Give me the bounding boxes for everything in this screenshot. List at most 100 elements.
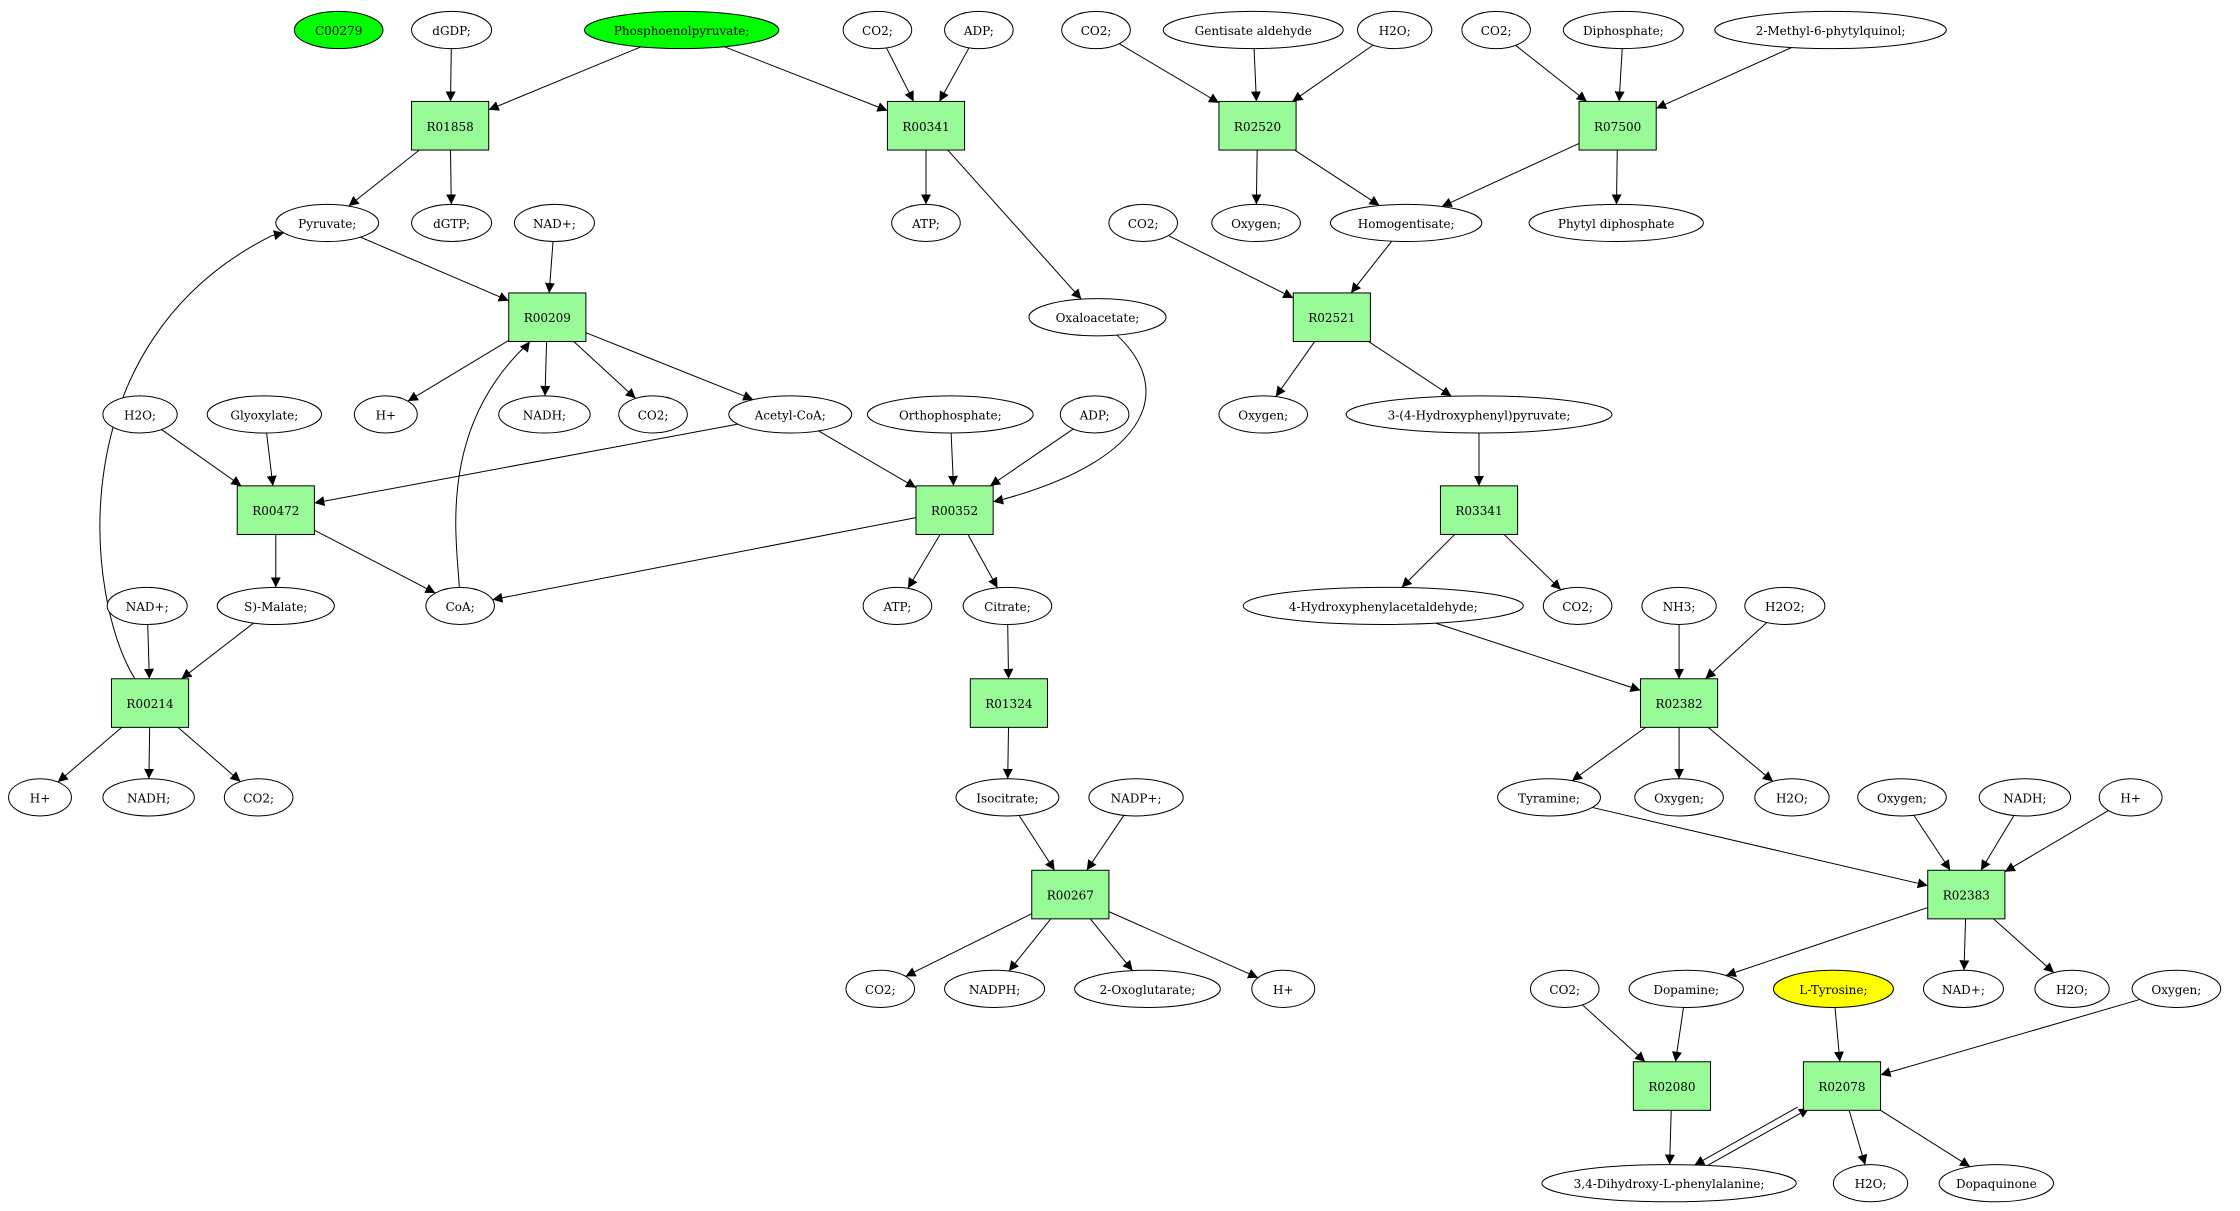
compound-node-nadph[interactable]: NADPH; (944, 969, 1046, 1008)
compound-node-ltyrosine[interactable]: L-Tyrosine; (1772, 969, 1894, 1008)
compound-node-oxygen_b[interactable]: Oxygen; (1218, 395, 1309, 434)
compound-node-co2_f[interactable]: CO2; (1542, 586, 1613, 625)
compound-node-adp_b[interactable]: ADP; (1059, 395, 1130, 434)
compound-node-hplus_c[interactable]: H+ (2098, 778, 2163, 817)
compound-node-h2o_e[interactable]: H2O; (1832, 1164, 1909, 1203)
compound-node-diphosphate[interactable]: Diphosphate; (1562, 10, 1684, 50)
reaction-node-r07500[interactable]: R07500 (1578, 100, 1657, 151)
compound-node-adp_a[interactable]: ADP; (944, 10, 1014, 50)
compound-node-co2_a[interactable]: CO2; (842, 10, 913, 50)
compound-node-hpacetald[interactable]: 4-Hydroxyphenylacetaldehyde; (1242, 586, 1524, 625)
edge-r02382-to-h2o_c (1707, 726, 1774, 782)
reaction-node-r03341[interactable]: R03341 (1439, 485, 1519, 535)
compound-node-hplus_d[interactable]: H+ (1251, 969, 1316, 1008)
compound-node-co2_e[interactable]: CO2; (618, 395, 688, 434)
compound-node-nadh_c[interactable]: NADH; (1978, 778, 2072, 817)
compound-ellipse (1242, 586, 1524, 625)
compound-node-nadpplus[interactable]: NADP+; (1088, 778, 1184, 817)
compound-node-glyoxylate[interactable]: Glyoxylate; (206, 395, 323, 434)
node-label: CoA; (446, 600, 475, 614)
compound-node-dgdp[interactable]: dGDP; (411, 10, 493, 50)
compound-node-pyruvate[interactable]: Pyruvate; (275, 203, 380, 243)
compound-node-oxoglutarate[interactable]: 2-Oxoglutarate; (1074, 969, 1221, 1008)
compound-node-oxygen_c[interactable]: Oxygen; (1634, 778, 1724, 817)
reaction-node-r02080[interactable]: R02080 (1632, 1061, 1712, 1111)
reaction-node-r00209[interactable]: R00209 (508, 292, 587, 343)
compound-ellipse (411, 203, 493, 243)
compound-node-co2_c[interactable]: CO2; (1461, 10, 1531, 50)
edge-adp_a-to-r00341 (938, 47, 970, 102)
compound-node-dopamine[interactable]: Dopamine; (1628, 969, 1744, 1008)
compound-node-nadplus_c[interactable]: NAD+; (1922, 969, 2004, 1008)
reaction-node-r02383[interactable]: R02383 (1927, 869, 2006, 920)
reaction-node-r02521[interactable]: R02521 (1292, 292, 1371, 343)
node-label: 2-Methyl-6-phytylquinol; (1756, 24, 1906, 38)
reaction-node-r00472[interactable]: R00472 (236, 485, 315, 535)
compound-node-oxygen_a[interactable]: Oxygen; (1211, 203, 1301, 243)
compound-node-nadplus_a[interactable]: NAD+; (513, 203, 595, 243)
compound-node-hppyruvate[interactable]: 3-(4-Hydroxyphenyl)pyruvate; (1345, 395, 1613, 434)
node-label: NH3; (1663, 600, 1696, 614)
reaction-box (1292, 292, 1371, 343)
node-label: Oxygen; (1231, 217, 1281, 231)
reaction-node-r00341[interactable]: R00341 (886, 100, 966, 151)
compound-node-methylphytyl[interactable]: 2-Methyl-6-phytylquinol; (1714, 10, 1947, 50)
compound-node-h2o_c[interactable]: H2O; (1754, 778, 1830, 817)
compound-node-oxygen_e[interactable]: Oxygen; (2131, 969, 2222, 1008)
reaction-node-r00267[interactable]: R00267 (1031, 869, 1110, 920)
compound-node-gentisate_ald[interactable]: Gentisate aldehyde (1162, 10, 1344, 50)
compound-node-c00279[interactable]: C00279 (293, 10, 384, 50)
compound-node-coa[interactable]: CoA; (425, 586, 495, 625)
compound-node-nadplus_b[interactable]: NAD+; (106, 586, 188, 625)
compound-node-nadh_a[interactable]: NADH; (498, 395, 591, 434)
compound-node-co2_h[interactable]: CO2; (845, 969, 916, 1008)
reaction-node-r02520[interactable]: R02520 (1218, 100, 1297, 151)
compound-ellipse (206, 395, 323, 434)
compound-node-nadh_b[interactable]: NADH; (102, 778, 195, 817)
edge-r00352-to-citrate (967, 534, 998, 589)
reaction-node-r02078[interactable]: R02078 (1802, 1061, 1882, 1111)
node-label: CO2; (1562, 600, 1593, 614)
node-label: L-Tyrosine; (1799, 983, 1867, 997)
compound-node-h2o_a[interactable]: H2O; (1357, 10, 1433, 50)
compound-node-co2_b[interactable]: CO2; (1061, 10, 1131, 50)
compound-node-hplus_b[interactable]: H+ (8, 778, 72, 817)
node-label: R00341 (902, 120, 949, 134)
compound-node-h2o2[interactable]: H2O2; (1744, 586, 1826, 625)
edge-r00472-to-coa (314, 529, 436, 594)
compound-node-tyramine[interactable]: Tyramine; (1497, 778, 1601, 817)
reaction-node-r00214[interactable]: R00214 (110, 678, 190, 728)
node-label: R00472 (252, 504, 299, 518)
reaction-node-r01858[interactable]: R01858 (411, 100, 490, 151)
compound-node-phytyl_dp[interactable]: Phytyl diphosphate (1528, 203, 1704, 243)
compound-node-acetylcoa[interactable]: Acetyl-CoA; (728, 395, 853, 434)
compound-node-co2_g[interactable]: CO2; (223, 778, 294, 817)
compound-node-pep[interactable]: Phosphoenolpyruvate; (583, 10, 780, 50)
compound-node-atp_a[interactable]: ATP; (891, 203, 961, 243)
compound-node-dopaquinone[interactable]: Dopaquinone (1938, 1164, 2054, 1203)
compound-node-smalate[interactable]: S)-Malate; (216, 586, 335, 625)
compound-node-hplus_a[interactable]: H+ (353, 395, 418, 434)
reaction-node-r01324[interactable]: R01324 (969, 678, 1048, 728)
compound-node-co2_d[interactable]: CO2; (1108, 203, 1178, 243)
compound-node-oxygen_d[interactable]: Oxygen; (1857, 778, 1947, 817)
compound-node-nh3[interactable]: NH3; (1641, 586, 1717, 625)
compound-node-h2o_d[interactable]: H2O; (2034, 969, 2110, 1008)
compound-node-h2o_b[interactable]: H2O; (102, 395, 178, 434)
compound-node-isocitrate[interactable]: Isocitrate; (955, 778, 1060, 817)
edge-r00341-to-oxaloacetate (947, 149, 1082, 300)
node-label: Oxaloacetate; (1056, 311, 1140, 325)
compound-node-atp_b[interactable]: ATP; (862, 586, 933, 625)
compound-node-dgtp[interactable]: dGTP; (411, 203, 493, 243)
node-label: H2O; (1379, 24, 1411, 38)
compound-node-oxaloacetate[interactable]: Oxaloacetate; (1028, 298, 1167, 337)
compound-node-co2_i[interactable]: CO2; (1529, 969, 1600, 1008)
compound-ellipse (1251, 969, 1316, 1008)
compound-node-dopa[interactable]: 3,4-Dihydroxy-L-phenylalanine; (1541, 1164, 1797, 1203)
reaction-node-r00352[interactable]: R00352 (915, 485, 994, 535)
compound-node-orthophosphate[interactable]: Orthophosphate; (866, 395, 1034, 434)
reaction-node-r02382[interactable]: R02382 (1639, 678, 1719, 728)
node-label: H2O; (2056, 983, 2088, 997)
compound-node-citrate[interactable]: Citrate; (962, 586, 1053, 625)
compound-node-homogentisate[interactable]: Homogentisate; (1329, 203, 1483, 243)
